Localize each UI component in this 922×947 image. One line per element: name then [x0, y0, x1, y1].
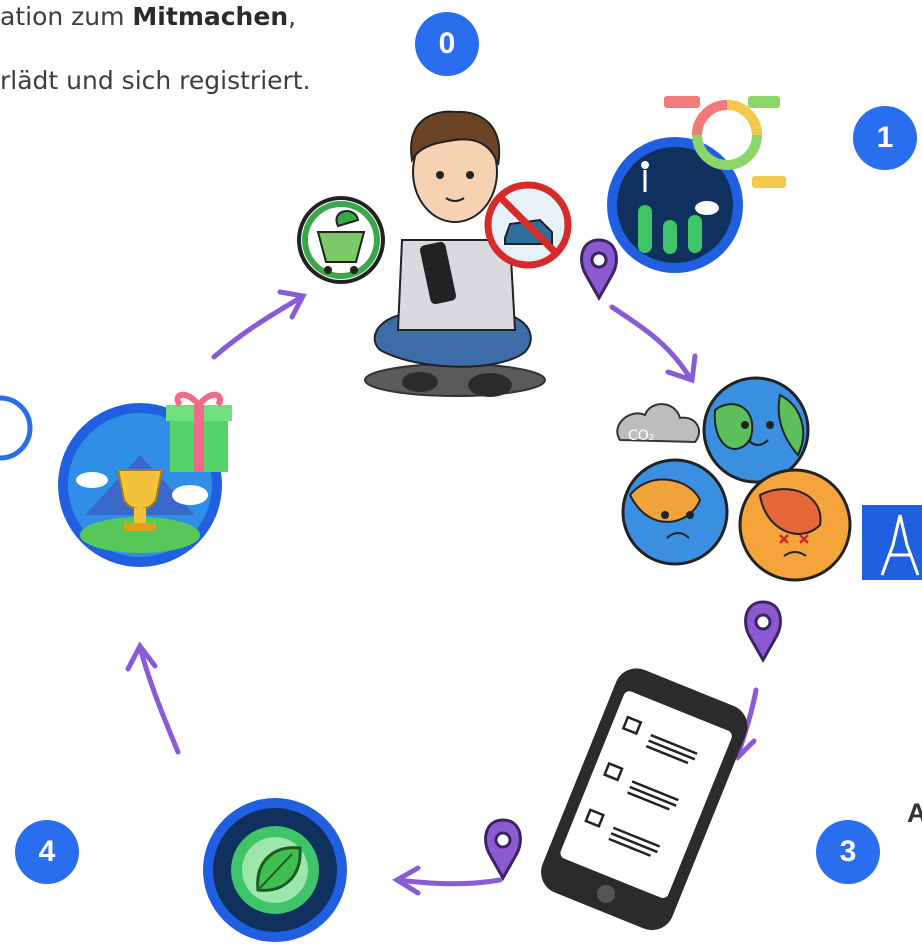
- leaf-icon: [203, 798, 347, 942]
- no-car-icon: [484, 181, 572, 269]
- svg-text:CO₂: CO₂: [628, 428, 654, 444]
- arrowhead-bottom-to-left: [125, 641, 158, 672]
- cycle-arrows: [125, 289, 759, 896]
- step-badge-4: 4: [15, 820, 79, 884]
- shopping-cart-icon: [297, 196, 385, 284]
- intro-line-1-prefix: ation zum: [0, 2, 133, 31]
- arrowhead-left-to-top: [277, 289, 307, 320]
- intro-line-1-suffix: ,: [288, 2, 297, 31]
- map-pin-icon: [484, 238, 782, 882]
- intro-line-1: ation zum Mitmachen,: [0, 2, 296, 31]
- intro-line-2: rlädt und sich registriert.: [0, 66, 311, 95]
- intro-line-1-bold: Mitmachen: [132, 2, 289, 31]
- gift-icon: [166, 391, 232, 472]
- arrow-bottom-to-left: [137, 645, 181, 755]
- step-badge-0: 0: [415, 12, 479, 76]
- eiffel-tower-icon: [862, 505, 922, 580]
- planet-icon: CO₂: [616, 376, 852, 582]
- cut-text-right: A: [907, 798, 922, 828]
- step-badge-3: 3: [816, 820, 880, 884]
- arrow-left-to-top: [211, 295, 303, 360]
- arrow-phone-to-bottom: [395, 877, 503, 887]
- left-edge-circle: [0, 395, 33, 461]
- arrowhead-phone-to-bottom: [392, 865, 421, 896]
- co2-cloud-icon: [616, 403, 700, 444]
- arrow-top-to-right: [609, 304, 693, 381]
- checklist-phone-icon: [541, 668, 748, 931]
- mobility-stats-icon: [607, 96, 786, 273]
- arrowhead-top-to-right: [665, 353, 698, 384]
- step-badge-1: 1: [853, 106, 917, 170]
- person-illustration: [364, 110, 546, 397]
